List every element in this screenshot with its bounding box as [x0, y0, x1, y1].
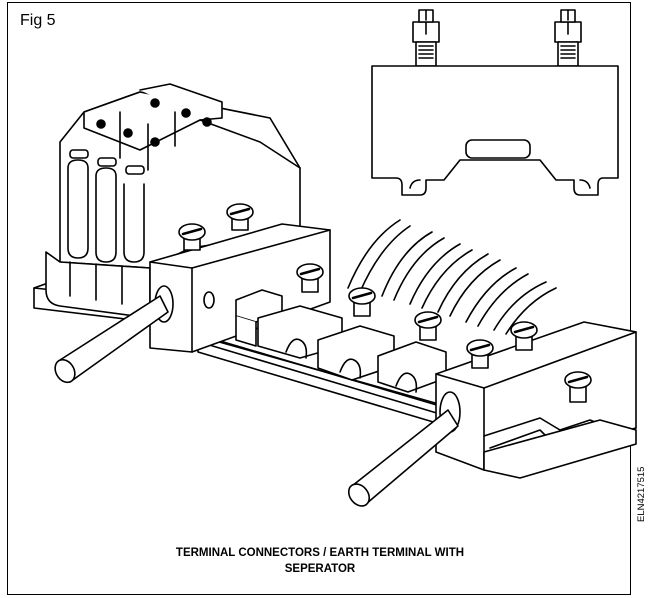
rail-clamps-illustration — [235, 289, 447, 393]
figure-code: ELN4217515 — [636, 466, 647, 522]
separator-plate-illustration — [371, 9, 619, 196]
cable-illustration — [351, 409, 459, 505]
terminal-block-illustration — [33, 83, 301, 323]
figure-caption: TERMINAL CONNECTORS / EARTH TERMINAL WIT… — [10, 545, 630, 577]
caption-line-2: SEPERATOR — [284, 563, 356, 575]
screw-icon — [178, 203, 592, 403]
wires-illustration — [347, 219, 557, 335]
earth-terminal-right — [435, 321, 637, 479]
figure-label: Fig 5 — [20, 12, 56, 29]
caption-line-1: TERMINAL CONNECTORS / EARTH TERMINAL WIT… — [175, 547, 465, 559]
